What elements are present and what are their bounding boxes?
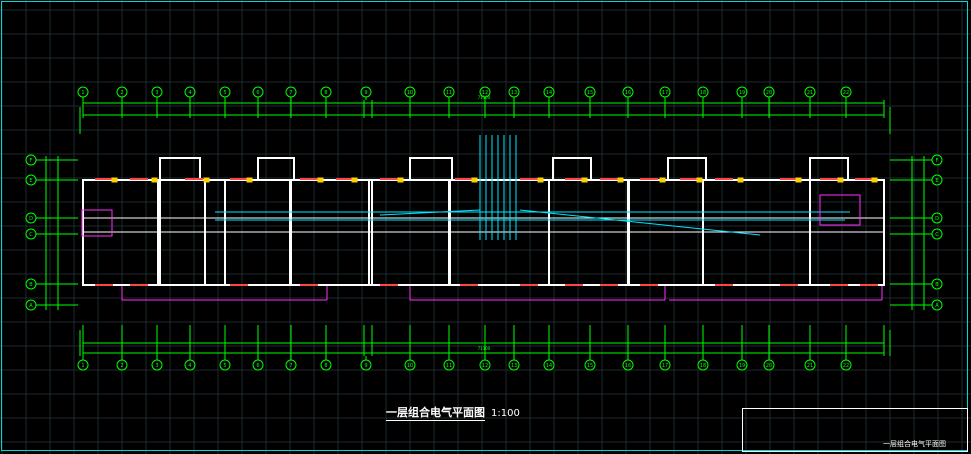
- axis-bubble-bottom-label: 2: [120, 363, 123, 369]
- row-bubble-left-label: E: [29, 178, 32, 184]
- axis-bubble-top-label: 16: [625, 90, 631, 96]
- fixture: [795, 177, 802, 183]
- fixture: [351, 177, 358, 183]
- axis-bubble-bottom-label: 1: [81, 363, 84, 369]
- row-bubble-left-label: B: [29, 282, 33, 288]
- axis-bubble-top-label: 5: [223, 90, 226, 96]
- axis-bubble-top-label: 8: [324, 90, 327, 96]
- axis-bubble-top-label: 1: [81, 90, 84, 96]
- fixture: [111, 177, 118, 183]
- bay-wall: [552, 157, 592, 181]
- axis-bubble-bottom-label: 19: [739, 363, 745, 369]
- fixture: [151, 177, 158, 183]
- row-bubble-left-label: F: [30, 158, 33, 164]
- row-bubble-right-label: C: [935, 232, 939, 238]
- fixture: [696, 177, 703, 183]
- axis-bubble-bottom-label: 10: [407, 363, 413, 369]
- row-bubble-left-label: A: [29, 303, 33, 309]
- axis-bubble-bottom-label: 4: [188, 363, 191, 369]
- axis-bubble-top-label: 2: [120, 90, 123, 96]
- axis-bubble-bottom-label: 12: [482, 363, 488, 369]
- drawing-title: 一层组合电气平面图: [386, 406, 485, 421]
- row-bubble-right-label: B: [935, 282, 939, 288]
- axis-bubble-bottom-label: 18: [700, 363, 706, 369]
- title-block: 一层组合电气平面图: [742, 408, 968, 452]
- fixture: [737, 177, 744, 183]
- bay-wall: [409, 157, 453, 181]
- axis-bubble-bottom-label: 20: [766, 363, 772, 369]
- axis-bubble-bottom-label: 7: [289, 363, 292, 369]
- axis-bubbles: 1122334455667788991010111112121313141415…: [77, 86, 852, 371]
- fixture: [317, 177, 324, 183]
- dim-total-bottom: 71100: [478, 346, 491, 351]
- axis-bubble-top-label: 6: [256, 90, 259, 96]
- drawing-caption: 一层组合电气平面图 1:100: [386, 404, 520, 421]
- row-bubble-right-label: D: [935, 216, 939, 222]
- axis-bubble-bottom-label: 5: [223, 363, 226, 369]
- axis-bubble-bottom-label: 11: [446, 363, 452, 369]
- dimensions-bottom: 71100: [79, 325, 891, 356]
- fixture: [471, 177, 478, 183]
- axis-bubble-top-label: 12: [482, 90, 488, 96]
- axis-bubble-bottom-label: 17: [662, 363, 668, 369]
- axis-bubble-bottom-label: 13: [511, 363, 517, 369]
- axis-bubble-bottom-label: 21: [807, 363, 813, 369]
- axis-bubble-bottom-label: 9: [364, 363, 367, 369]
- fixture: [537, 177, 544, 183]
- dim-total-top: 71100: [478, 95, 491, 100]
- riser: [379, 135, 761, 240]
- axis-bubble-bottom-label: 16: [625, 363, 631, 369]
- axis-bubble-bottom-label: 3: [155, 363, 158, 369]
- axis-bubble-top-label: 22: [843, 90, 849, 96]
- riser-feed: [519, 209, 761, 236]
- riser-feed: [379, 209, 481, 216]
- axis-bubble-top-label: 3: [155, 90, 158, 96]
- axis-bubble-bottom-label: 14: [546, 363, 552, 369]
- row-bubble-right-label: E: [935, 178, 938, 184]
- axis-bubble-top-label: 7: [289, 90, 292, 96]
- axis-bubble-top-label: 17: [662, 90, 668, 96]
- bay-wall: [159, 157, 201, 181]
- axis-bubble-bottom-label: 22: [843, 363, 849, 369]
- row-bubble-right-label: A: [935, 303, 939, 309]
- windows: [95, 178, 878, 286]
- walls: [82, 157, 885, 286]
- stair-box-left: [81, 209, 113, 237]
- axis-bubble-top-label: 9: [364, 90, 367, 96]
- stair-box-right: [819, 194, 861, 226]
- row-bubble-left-label: C: [29, 232, 33, 238]
- axis-bubble-top-label: 13: [511, 90, 517, 96]
- axis-bubble-bottom-label: 6: [256, 363, 259, 369]
- row-axes: F F E E D D C C B B A A: [25, 154, 943, 311]
- axis-bubble-top-label: 19: [739, 90, 745, 96]
- power-wiring: [81, 194, 883, 301]
- fixture: [397, 177, 404, 183]
- row-bubble-right-label: F: [936, 158, 939, 164]
- fixtures: [111, 177, 878, 183]
- fixture: [659, 177, 666, 183]
- drawing-scale: 1:100: [491, 408, 520, 419]
- fixture: [837, 177, 844, 183]
- row-bubble-left-label: D: [29, 216, 33, 222]
- axis-bubble-top-label: 18: [700, 90, 706, 96]
- axis-bubble-top-label: 21: [807, 90, 813, 96]
- axis-bubble-top-label: 20: [766, 90, 772, 96]
- axis-bubble-bottom-label: 8: [324, 363, 327, 369]
- bay-wall: [257, 157, 295, 181]
- axis-bubble-bottom-label: 15: [587, 363, 593, 369]
- axis-bubble-top-label: 10: [407, 90, 413, 96]
- fixture: [871, 177, 878, 183]
- fixture: [246, 177, 253, 183]
- axis-bubble-top-label: 4: [188, 90, 191, 96]
- axis-bubble-top-label: 15: [587, 90, 593, 96]
- fixture: [617, 177, 624, 183]
- fixture: [203, 177, 210, 183]
- title-block-drawing-name: 一层组合电气平面图: [883, 440, 946, 448]
- fixture: [581, 177, 588, 183]
- axis-bubble-top-label: 14: [546, 90, 552, 96]
- dimensions-top: 71100: [79, 95, 891, 134]
- axis-bubble-top-label: 11: [446, 90, 452, 96]
